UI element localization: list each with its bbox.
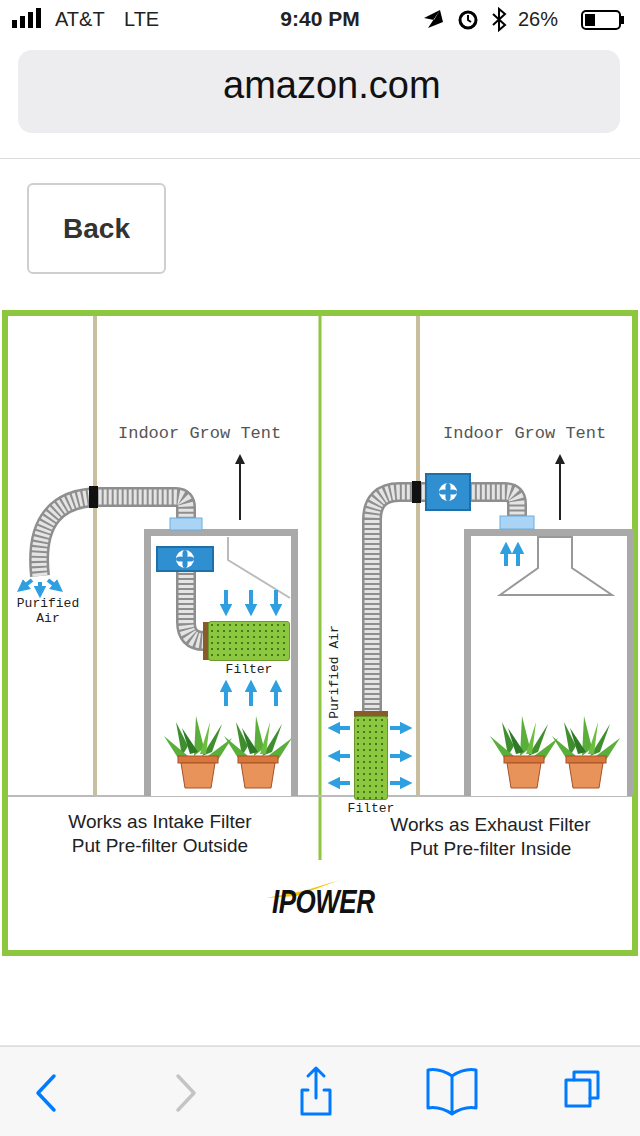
airflow-arrow <box>224 686 228 706</box>
potted-plant <box>490 716 558 788</box>
status-bar <box>28 12 33 28</box>
filter: Filter <box>354 716 388 800</box>
status-bar <box>468 15 471 22</box>
toolbar-icon <box>38 1076 54 1110</box>
status-bar <box>12 20 17 28</box>
hood <box>228 537 290 598</box>
airflow-arrow <box>249 590 253 610</box>
airflow-arrow <box>22 580 32 588</box>
tent-arrow <box>235 454 245 464</box>
diagram-frame <box>5 313 635 953</box>
status-bar <box>621 16 624 24</box>
grow-tent <box>144 529 634 796</box>
status-bar <box>460 12 476 28</box>
carrier: AT&T <box>55 8 105 31</box>
air-label: Purified Air <box>6 596 90 626</box>
network: LTE <box>124 8 159 31</box>
grow-tent <box>464 529 634 796</box>
toolbar-border <box>0 1046 640 1047</box>
airflow-arrow <box>334 781 350 785</box>
status-bar <box>36 8 41 28</box>
toolbar-icon <box>428 1070 476 1114</box>
back-button: Back <box>27 183 166 274</box>
status-bar <box>493 9 505 30</box>
brand-logo: IPOWER <box>272 882 374 922</box>
part-label: Filter <box>348 801 395 816</box>
status-bar <box>20 16 25 28</box>
airflow-arrow <box>504 548 508 566</box>
battery-level: 26% <box>518 8 558 31</box>
airflow-arrow <box>48 580 58 588</box>
caption: Works as Exhaust Filter Put Pre-filter I… <box>383 813 598 861</box>
grow-tent <box>471 536 627 796</box>
filter: Filter <box>208 621 290 661</box>
wall <box>416 316 420 795</box>
airflow-arrow <box>516 548 520 566</box>
caption: Works as Intake Filter Put Pre-filter Ou… <box>60 810 260 858</box>
node-text: Back <box>63 213 130 245</box>
toolbar-icon <box>38 1068 598 1114</box>
status-bar <box>424 10 443 28</box>
grow-tent <box>144 529 298 796</box>
airflow-arrow <box>274 590 278 610</box>
airflow-arrow <box>38 582 42 592</box>
potted-plant <box>224 716 292 788</box>
inline-fan <box>176 550 194 568</box>
inline-fan <box>157 474 470 571</box>
part-label: Filter <box>226 662 273 677</box>
airflow-arrow <box>224 590 228 610</box>
tent-label: Indoor Grow Tent <box>443 424 606 443</box>
duct-flange <box>170 518 202 530</box>
airflow-arrow <box>390 726 406 730</box>
toolbar-icon <box>574 1072 598 1098</box>
clock: 9:40 PM <box>280 7 359 31</box>
status-bar <box>582 11 620 29</box>
airflow-arrow <box>390 754 406 758</box>
duct-flange <box>170 516 534 717</box>
tent-arrow <box>555 454 565 464</box>
toolbar <box>0 1046 640 1136</box>
status-bar <box>12 8 624 30</box>
toolbar-icon <box>308 1068 324 1098</box>
grow-tent <box>151 536 291 796</box>
node-text: amazon.com <box>18 50 441 107</box>
potted-plant <box>552 716 620 788</box>
inline-fan <box>439 483 457 501</box>
air-label: Purified Air <box>328 625 341 719</box>
airflow-arrow <box>390 781 406 785</box>
airflow-arrow <box>334 726 350 730</box>
url-bar: amazon.com <box>18 50 620 133</box>
potted-plant <box>164 716 232 788</box>
panel-divider <box>319 316 322 860</box>
tent-arrow <box>239 462 241 520</box>
wall-collar <box>89 481 421 508</box>
duct-flange <box>500 516 534 529</box>
duct <box>372 492 517 713</box>
duct <box>39 492 517 713</box>
airflow-arrow <box>249 686 253 706</box>
wall-collar <box>89 486 98 508</box>
tent-label: Indoor Grow Tent <box>118 424 281 443</box>
hood <box>500 537 612 595</box>
separator <box>0 158 640 159</box>
wall-collar <box>412 481 421 503</box>
toolbar-icon <box>178 1076 194 1110</box>
status-bar <box>585 14 595 26</box>
potted-plant <box>164 716 620 788</box>
inline-fan <box>426 474 470 510</box>
duct <box>372 492 517 713</box>
tent-arrow <box>559 462 561 520</box>
inline-fan <box>157 547 213 571</box>
airflow-arrow <box>274 686 278 706</box>
wall <box>93 316 97 795</box>
toolbar-icon <box>566 1080 590 1106</box>
airflow-arrow <box>334 754 350 758</box>
